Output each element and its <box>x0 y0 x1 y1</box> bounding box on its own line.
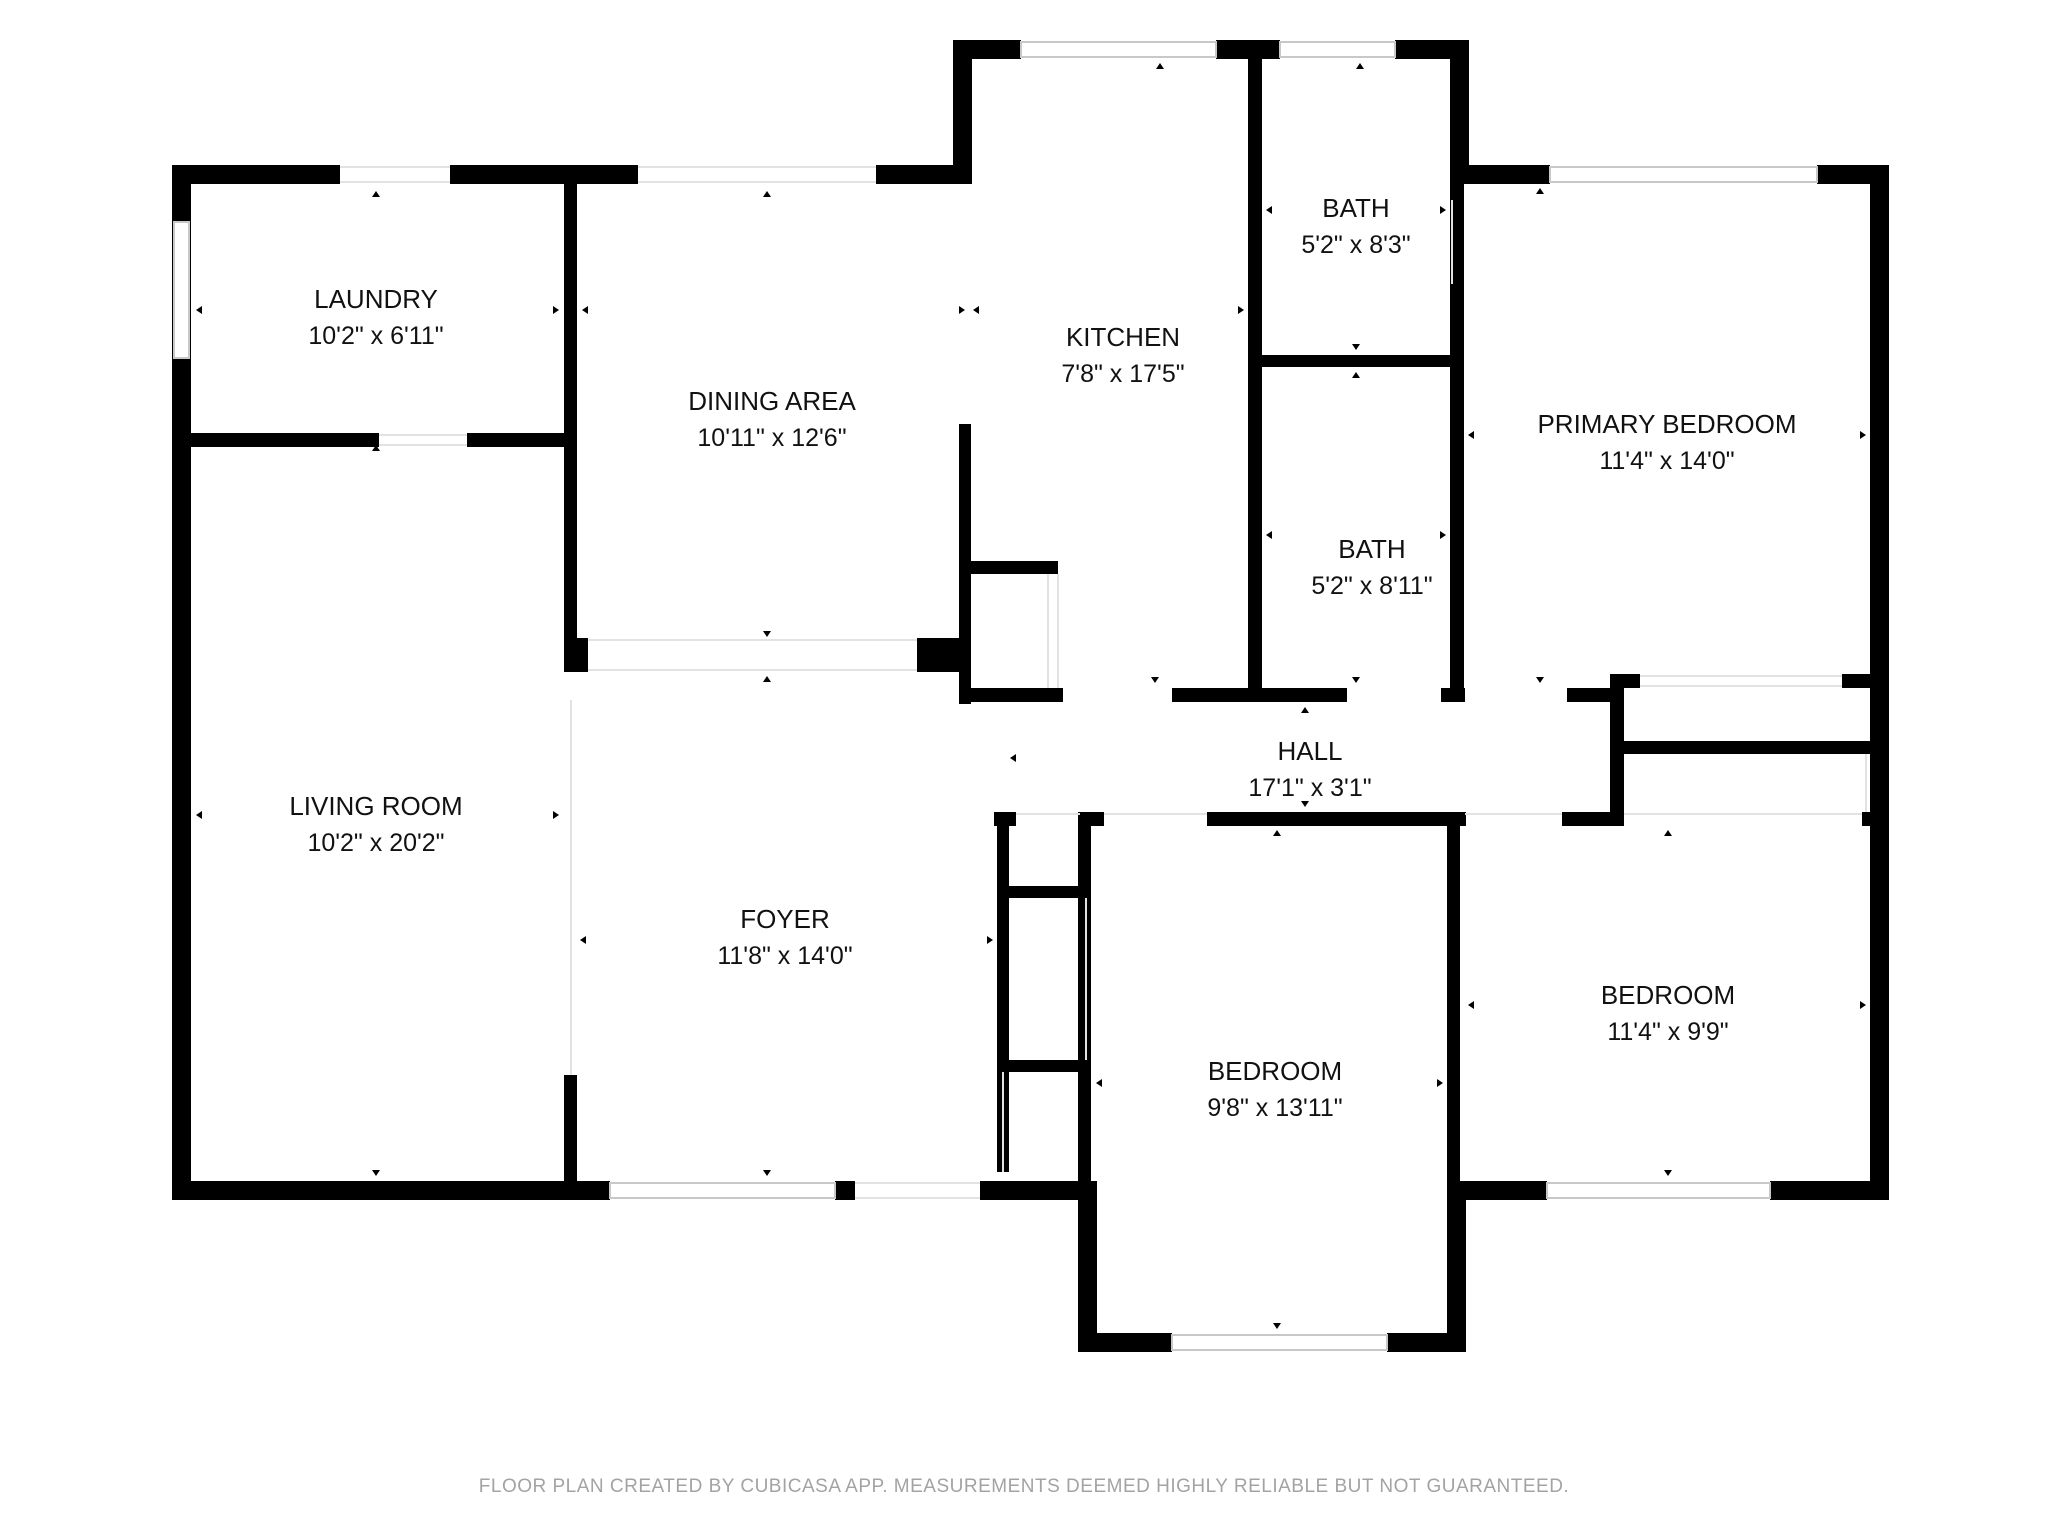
room-dimensions: 5'2" x 8'11" <box>1311 572 1432 600</box>
room-dimensions: 7'8" x 17'5" <box>1061 360 1184 388</box>
room-name: LIVING ROOM <box>289 791 462 821</box>
windows <box>173 41 1818 1351</box>
footer-disclaimer: FLOOR PLAN CREATED BY CUBICASA APP. MEAS… <box>478 1476 1570 1497</box>
room-laundry: LAUNDRY 10'2" x 6'11" <box>308 284 443 350</box>
walls <box>172 40 1889 1352</box>
room-dimensions: 17'1" x 3'1" <box>1248 774 1371 802</box>
openings <box>340 166 1867 1199</box>
room-dimensions: 10'2" x 20'2" <box>307 829 444 857</box>
room-bath-upper: BATH 5'2" x 8'3" <box>1301 193 1410 259</box>
room-name: BATH <box>1322 193 1389 223</box>
measurement-ticks <box>196 63 1866 1329</box>
room-dimensions: 10'11" x 12'6" <box>697 424 846 452</box>
room-dimensions: 11'4" x 14'0" <box>1599 447 1734 475</box>
room-dining-area: DINING AREA 10'11" x 12'6" <box>688 386 856 452</box>
room-dimensions: 9'8" x 13'11" <box>1207 1094 1342 1122</box>
room-dimensions: 11'8" x 14'0" <box>717 942 852 970</box>
room-name: KITCHEN <box>1066 322 1180 352</box>
room-kitchen: KITCHEN 7'8" x 17'5" <box>1061 322 1184 388</box>
room-name: FOYER <box>740 904 830 934</box>
room-bedroom-right: BEDROOM 11'4" x 9'9" <box>1601 980 1735 1046</box>
room-name: HALL <box>1277 736 1342 766</box>
room-name: BATH <box>1338 534 1405 564</box>
room-dimensions: 11'4" x 9'9" <box>1607 1018 1728 1046</box>
room-dimensions: 10'2" x 6'11" <box>308 322 443 350</box>
room-name: LAUNDRY <box>314 284 438 314</box>
room-bedroom-center: BEDROOM 9'8" x 13'11" <box>1207 1056 1342 1122</box>
room-primary-bedroom: PRIMARY BEDROOM 11'4" x 14'0" <box>1537 409 1796 475</box>
room-name: DINING AREA <box>688 386 856 416</box>
room-name: BEDROOM <box>1601 980 1735 1010</box>
room-foyer: FOYER 11'8" x 14'0" <box>717 904 852 970</box>
room-bath-lower: BATH 5'2" x 8'11" <box>1311 534 1432 600</box>
room-living-room: LIVING ROOM 10'2" x 20'2" <box>289 791 462 857</box>
room-name: PRIMARY BEDROOM <box>1537 409 1796 439</box>
room-hall: HALL 17'1" x 3'1" <box>1248 736 1371 802</box>
room-dimensions: 5'2" x 8'3" <box>1301 231 1410 259</box>
room-name: BEDROOM <box>1208 1056 1342 1086</box>
